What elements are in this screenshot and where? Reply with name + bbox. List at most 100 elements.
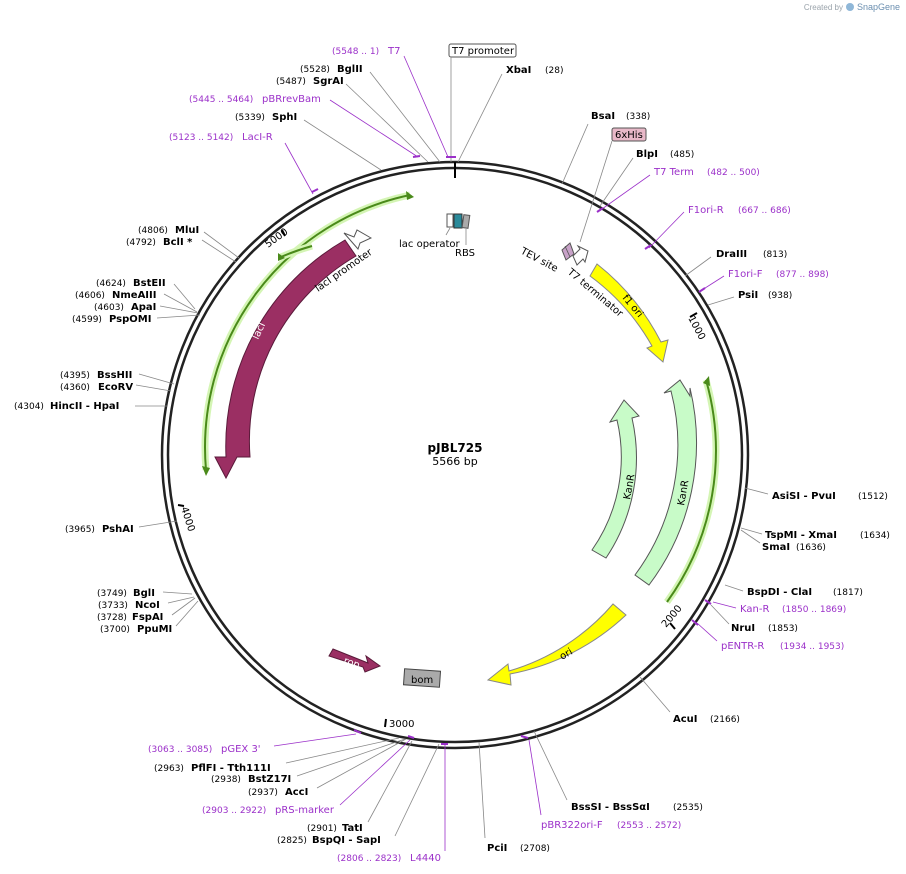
- enzyme-hincii-hpai-pos: (4304): [14, 402, 44, 412]
- enzyme-mlui[interactable]: MluI: [175, 225, 199, 236]
- primer-pgex3[interactable]: pGEX 3': [221, 744, 261, 755]
- primer-arc-lacI-outer-tail: [202, 466, 210, 476]
- enzyme-sgrai-pos: (5487): [276, 77, 306, 87]
- enzyme-nrui-pos: (1853): [768, 624, 798, 634]
- primer-f1ori-r[interactable]: F1ori-R: [688, 205, 724, 216]
- primer-pbr322ori-f[interactable]: pBR322ori-F: [541, 820, 603, 831]
- bglii-leader: [369, 71, 441, 163]
- apai-leader: [159, 305, 199, 314]
- pbrrevbam-leader: [329, 99, 419, 158]
- tev-site-box[interactable]: [561, 242, 575, 261]
- enzyme-bspqi-sapi[interactable]: BspQI - SapI: [312, 835, 381, 846]
- enzyme-xbai[interactable]: XbaI: [506, 65, 531, 76]
- enzyme-bsshii[interactable]: BssHII: [97, 370, 132, 381]
- lac-operator-block[interactable]: [453, 213, 463, 229]
- enzyme-blpi[interactable]: BlpI: [636, 149, 658, 160]
- tick-2000: [669, 622, 676, 630]
- enzyme-nmeaiii[interactable]: NmeAIII: [112, 290, 156, 301]
- his-tag-leader: [579, 140, 613, 243]
- bom-label: bom: [411, 675, 433, 686]
- tick-3000: [384, 718, 387, 728]
- pentr-r-leader: [696, 622, 718, 642]
- enzyme-asisi-pvui[interactable]: AsiSI - PvuI: [772, 491, 836, 502]
- bsssi-leader: [533, 730, 568, 801]
- enzyme-pcii-pos: (2708): [520, 844, 550, 854]
- nmeaiii-leader: [163, 293, 198, 313]
- enzyme-tspmi-xmai-pos: (1634): [860, 531, 890, 541]
- enzyme-pspomi[interactable]: PspOMI: [109, 314, 151, 325]
- pgex3-mark: [353, 729, 362, 734]
- enzyme-bglii[interactable]: BglII: [337, 64, 363, 75]
- enzyme-bspdi-clai[interactable]: BspDI - ClaI: [747, 587, 812, 598]
- f1-ori-feature[interactable]: [589, 263, 669, 363]
- enzyme-fspai[interactable]: FspAI: [132, 612, 163, 623]
- tev-site-divider: [564, 245, 571, 258]
- primer-kan-r[interactable]: Kan-R: [740, 604, 769, 615]
- primer-t7[interactable]: T7: [387, 46, 400, 57]
- t7term-mark: [596, 207, 604, 213]
- credit-brand: SnapGene: [856, 2, 900, 12]
- enzyme-bstz17i[interactable]: BstZ17I: [248, 774, 291, 785]
- sgrai-leader: [345, 83, 429, 163]
- enzyme-acci[interactable]: AccI: [285, 787, 308, 798]
- his-tag-box[interactable]: [611, 127, 647, 142]
- enzyme-bsai[interactable]: BsaI: [591, 111, 615, 122]
- pentr-r-mark: [691, 619, 699, 626]
- bstz17i-leader: [296, 738, 406, 777]
- primer-l4440[interactable]: L4440: [410, 853, 441, 864]
- enzyme-ppumi[interactable]: PpuMI: [137, 624, 172, 635]
- kanr-inner-feature[interactable]: [591, 399, 640, 559]
- enzyme-tati-pos: (2901): [307, 824, 337, 834]
- xbai-leader: [457, 73, 503, 163]
- primer-laci-r[interactable]: LacI-R: [242, 132, 273, 143]
- enzyme-bcli-pos: (4792): [126, 238, 156, 248]
- enzyme-pcii[interactable]: PciI: [487, 843, 507, 854]
- bgli-leader: [162, 591, 193, 595]
- enzyme-sphi[interactable]: SphI: [272, 112, 297, 123]
- enzyme-bgli-pos: (3749): [97, 589, 127, 599]
- pbrrevbam-mark: [412, 155, 421, 158]
- laci-r-leader: [284, 142, 314, 195]
- lacI-feature[interactable]: [214, 239, 357, 480]
- primer-f1ori-f[interactable]: F1ori-F: [728, 269, 763, 280]
- enzyme-tspmi-xmai[interactable]: TspMI - XmaI: [765, 530, 837, 541]
- enzyme-sgrai[interactable]: SgrAI: [313, 76, 344, 87]
- lac-operator-label: lac operator: [399, 239, 460, 250]
- enzyme-pshai[interactable]: PshAI: [102, 524, 134, 535]
- snapgene-logo-icon: [845, 3, 854, 11]
- enzyme-bsteii[interactable]: BstEII: [133, 278, 166, 289]
- enzyme-smai[interactable]: SmaI: [762, 542, 790, 553]
- his-tag-label: 6xHis: [615, 130, 643, 141]
- kanr-outer-feature[interactable]: [634, 379, 697, 586]
- primer-t7term[interactable]: T7 Term: [653, 167, 694, 178]
- enzyme-hincii-hpai[interactable]: HincII - HpaI: [50, 401, 119, 412]
- enzyme-apai[interactable]: ApaI: [131, 302, 156, 313]
- rop-feature[interactable]: [328, 648, 382, 673]
- enzyme-ncoi[interactable]: NcoI: [135, 600, 160, 611]
- enzyme-psii[interactable]: PsiI: [738, 290, 758, 301]
- tick-5000: [281, 229, 286, 237]
- enzyme-tati[interactable]: TatI: [342, 823, 363, 834]
- lacI-promoter-feature[interactable]: [343, 229, 373, 250]
- t7-terminator-feature[interactable]: [572, 244, 589, 266]
- primer-f1ori-r-range: (667 .. 686): [738, 206, 791, 216]
- enzyme-pflfi-tth111i[interactable]: PflFI - Tth111I: [191, 763, 271, 774]
- t7-promoter-box[interactable]: [448, 43, 517, 58]
- enzyme-smai-pos: (1636): [796, 543, 826, 553]
- enzyme-ecorv[interactable]: EcoRV: [98, 382, 133, 393]
- pcii-leader: [478, 741, 486, 839]
- enzyme-draiii[interactable]: DraIII: [716, 249, 747, 260]
- primer-prs-marker[interactable]: pRS-marker: [275, 805, 335, 816]
- ori-feature[interactable]: [486, 603, 627, 686]
- bom-feature[interactable]: [402, 668, 442, 688]
- enzyme-bsssi[interactable]: BssSI - BssSαI: [571, 802, 650, 813]
- primer-pentr-r[interactable]: pENTR-R: [721, 641, 764, 652]
- enzyme-acui[interactable]: AcuI: [673, 714, 698, 725]
- t7term-leader: [601, 174, 651, 210]
- lac-operator-box[interactable]: [446, 213, 454, 228]
- enzyme-nrui[interactable]: NruI: [731, 623, 755, 634]
- rbs-box[interactable]: [461, 214, 471, 229]
- enzyme-bgli[interactable]: BglI: [133, 588, 155, 599]
- enzyme-bcli[interactable]: BclI *: [163, 237, 193, 248]
- primer-pbrrevbam[interactable]: pBRrevBam: [262, 94, 321, 105]
